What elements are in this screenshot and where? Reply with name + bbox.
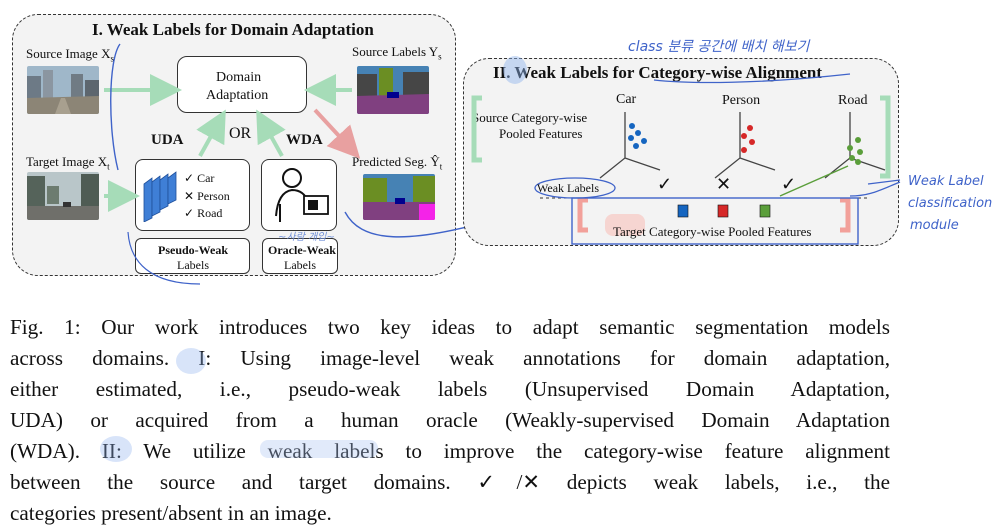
weak-labels-label: Weak Labels [537,181,600,195]
weak-mark-road: ✓ [781,174,797,194]
under-oracle-annotation: ~사람 개입~ [278,232,335,243]
highlight-mark [176,348,206,374]
target-features-label: Target Category-wise Pooled Features [613,224,812,239]
highlight-mark [100,436,132,462]
source-image-label: Source Image Xs [26,46,114,64]
right-note-line2: classification [908,196,993,211]
uda-class-car: ✓ Car [184,171,215,185]
or-label: OR [229,125,252,142]
source-image-thumbnail [27,66,99,114]
target-image-thumbnail [27,172,99,220]
caption-line: categories present/absent in an image. [10,501,332,525]
panel1-title: I. Weak Labels for Domain Adaptation [92,20,374,39]
right-note-line1: Weak Label [908,174,984,189]
oracle-weak-line1: Oracle-Weak [268,243,336,257]
weak-mark-car: ✓ [657,174,673,194]
cnn-layers-icon [143,171,177,222]
domain-adaptation-box [177,56,307,113]
panel2-title: II. Weak Labels for Category-wise Alignm… [493,63,822,82]
pseudo-weak-line1: Pseudo-Weak [158,243,229,257]
source-labels-label: Source Labels Ys [352,44,442,62]
category-road: Road [838,93,868,108]
domain-adaptation-line2: Adaptation [206,88,269,103]
uda-label: UDA [151,132,184,148]
weak-mark-person: ✕ [716,174,732,194]
pseudo-weak-line2: Labels [177,258,209,272]
oracle-weak-labels-box [262,238,338,274]
right-note-line3: module [910,218,959,233]
wda-label: WDA [286,132,323,148]
oracle-box [261,159,337,231]
uda-class-person: ✕ Person [184,189,230,203]
highlight-mark [260,440,378,458]
source-labels-segmentation [357,66,429,114]
domain-adaptation-line1: Domain [216,70,262,85]
uda-class-road: ✓ Road [184,206,223,220]
category-car: Car [616,92,637,107]
predicted-seg-label: Predicted Seg. Ŷt [352,154,443,172]
caption-line: either estimated, i.e., pseudo-weak labe… [10,377,890,401]
caption-line: Fig. 1: Our work introduces two key idea… [10,315,890,339]
top-handwritten-note: class 분류 공간에 배치 해보기 [628,39,810,55]
feature-space-plots [471,56,901,245]
source-features-line2: Pooled Features [499,126,583,141]
predicted-segmentation [363,174,435,220]
pseudo-weak-labels-box [135,238,250,274]
figure-caption: Fig. 1: Our work introduces two key idea… [10,312,890,529]
source-features-line1: Source Category-wise [472,110,588,125]
caption-line: between the source and target domains. ✓… [10,470,890,494]
target-image-label: Target Image Xt [26,154,110,172]
caption-line: across domains. I: Using image-level wea… [10,346,890,370]
human-oracle-icon [275,168,329,222]
oracle-weak-line2: Labels [284,258,316,272]
category-person: Person [722,93,761,108]
caption-line: (WDA). II: We utilize weak labels to imp… [10,439,890,463]
caption-line: UDA) or acquired from a human oracle (We… [10,408,890,432]
